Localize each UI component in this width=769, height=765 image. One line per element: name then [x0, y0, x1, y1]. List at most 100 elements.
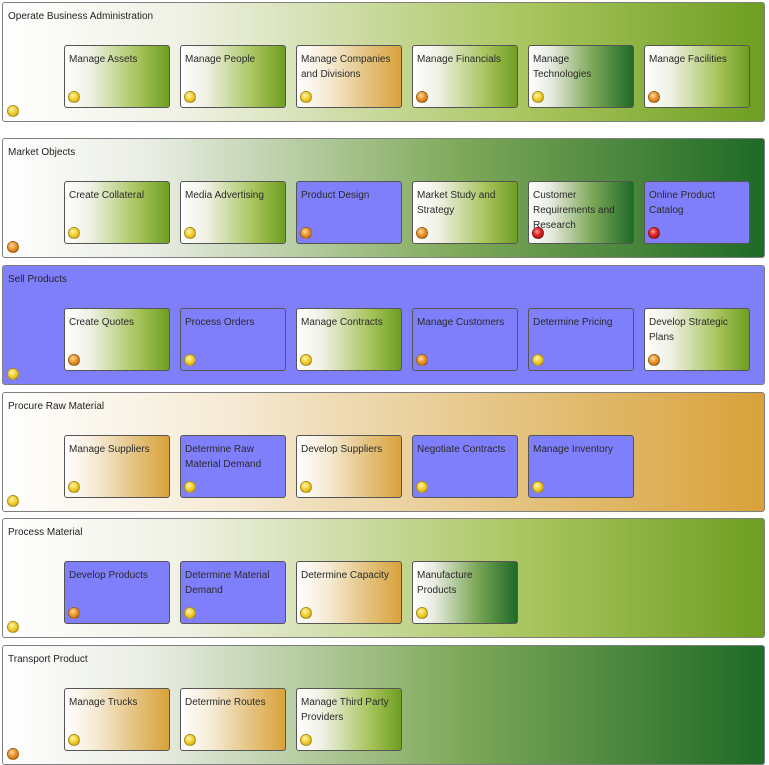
capability-card[interactable]: Develop Strategic Plans	[644, 308, 750, 371]
capability-label: Product Design	[301, 190, 370, 201]
capability-card[interactable]: Manage Inventory	[528, 435, 634, 498]
capability-card[interactable]: Online Product Catalog	[644, 181, 750, 244]
capability-card[interactable]: Negotiate Contracts	[412, 435, 518, 498]
capability-label: Develop Strategic Plans	[649, 317, 728, 343]
capability-card[interactable]: Manage People	[180, 45, 286, 108]
capability-card[interactable]: Develop Suppliers	[296, 435, 402, 498]
status-icon	[300, 734, 312, 746]
capability-card[interactable]: Determine Routes	[180, 688, 286, 751]
status-icon	[416, 354, 428, 366]
capability-label: Develop Products	[69, 570, 148, 581]
capability-card[interactable]: Process Orders	[180, 308, 286, 371]
status-icon	[416, 481, 428, 493]
capability-label: Media Advertising	[185, 190, 264, 201]
capability-card[interactable]: Determine Pricing	[528, 308, 634, 371]
capability-card[interactable]: Determine Raw Material Demand	[180, 435, 286, 498]
capability-card[interactable]: Manage Assets	[64, 45, 170, 108]
capability-label: Manage Trucks	[69, 697, 138, 708]
status-icon	[648, 91, 660, 103]
capability-label: Manage People	[185, 54, 256, 65]
status-icon	[532, 91, 544, 103]
status-icon	[68, 607, 80, 619]
capability-label: Develop Suppliers	[301, 444, 383, 455]
lane-status-icon	[7, 241, 19, 253]
lane-status-icon	[7, 105, 19, 117]
capability-label: Determine Material Demand	[185, 570, 270, 596]
capability-card[interactable]: Manage Technologies	[528, 45, 634, 108]
capability-label: Manage Inventory	[533, 444, 614, 455]
status-icon	[68, 734, 80, 746]
capability-label: Determine Capacity	[301, 570, 389, 581]
status-icon	[300, 607, 312, 619]
capability-card[interactable]: Manage Contracts	[296, 308, 402, 371]
capability-card[interactable]: Manage Customers	[412, 308, 518, 371]
capability-label: Determine Pricing	[533, 317, 613, 328]
lane-title: Transport Product	[8, 654, 88, 665]
capability-card[interactable]: Manage Suppliers	[64, 435, 170, 498]
capability-card[interactable]: Manufacture Products	[412, 561, 518, 624]
capability-card[interactable]: Manage Facilities	[644, 45, 750, 108]
status-icon	[300, 354, 312, 366]
capability-card[interactable]: Manage Trucks	[64, 688, 170, 751]
capability-label: Customer Requirements and Research	[533, 190, 615, 231]
status-icon	[532, 481, 544, 493]
capability-card[interactable]: Customer Requirements and Research	[528, 181, 634, 244]
capability-card[interactable]: Product Design	[296, 181, 402, 244]
capability-card[interactable]: Media Advertising	[180, 181, 286, 244]
capability-label: Manage Customers	[417, 317, 505, 328]
status-icon	[532, 354, 544, 366]
capability-label: Create Collateral	[69, 190, 145, 201]
status-icon	[300, 481, 312, 493]
status-icon	[648, 227, 660, 239]
capability-card[interactable]: Market Study and Strategy	[412, 181, 518, 244]
status-icon	[184, 734, 196, 746]
status-icon	[648, 354, 660, 366]
status-icon	[416, 607, 428, 619]
capability-card[interactable]: Manage Third Party Providers	[296, 688, 402, 751]
status-icon	[68, 91, 80, 103]
capability-label: Manage Third Party Providers	[301, 697, 389, 723]
capability-card[interactable]: Determine Material Demand	[180, 561, 286, 624]
capability-label: Manage Technologies	[533, 54, 592, 80]
status-icon	[68, 481, 80, 493]
lane-status-icon	[7, 495, 19, 507]
capability-card[interactable]: Create Collateral	[64, 181, 170, 244]
capability-label: Manage Facilities	[649, 54, 727, 65]
status-icon	[416, 91, 428, 103]
capability-label: Determine Routes	[185, 697, 266, 708]
status-icon	[184, 354, 196, 366]
lane-status-icon	[7, 621, 19, 633]
status-icon	[68, 354, 80, 366]
capability-label: Manage Financials	[417, 54, 501, 65]
capability-label: Manage Contracts	[301, 317, 383, 328]
capability-label: Negotiate Contracts	[417, 444, 506, 455]
capability-label: Manufacture Products	[417, 570, 473, 596]
status-icon	[416, 227, 428, 239]
capability-label: Determine Raw Material Demand	[185, 444, 262, 470]
capability-label: Manage Companies and Divisions	[301, 54, 391, 80]
lane-title: Sell Products	[8, 274, 67, 285]
capability-card[interactable]: Develop Products	[64, 561, 170, 624]
capability-label: Market Study and Strategy	[417, 190, 496, 216]
capability-card[interactable]: Determine Capacity	[296, 561, 402, 624]
status-icon	[184, 91, 196, 103]
capability-card[interactable]: Create Quotes	[64, 308, 170, 371]
capability-card[interactable]: Manage Financials	[412, 45, 518, 108]
capability-card[interactable]: Manage Companies and Divisions	[296, 45, 402, 108]
status-icon	[184, 607, 196, 619]
lane-title: Process Material	[8, 527, 83, 538]
capability-label: Online Product Catalog	[649, 190, 716, 216]
status-icon	[68, 227, 80, 239]
lane-status-icon	[7, 748, 19, 760]
status-icon	[184, 481, 196, 493]
lane-title: Operate Business Administration	[8, 11, 154, 22]
status-icon	[532, 227, 544, 239]
lane-status-icon	[7, 368, 19, 380]
capability-label: Create Quotes	[69, 317, 135, 328]
status-icon	[184, 227, 196, 239]
